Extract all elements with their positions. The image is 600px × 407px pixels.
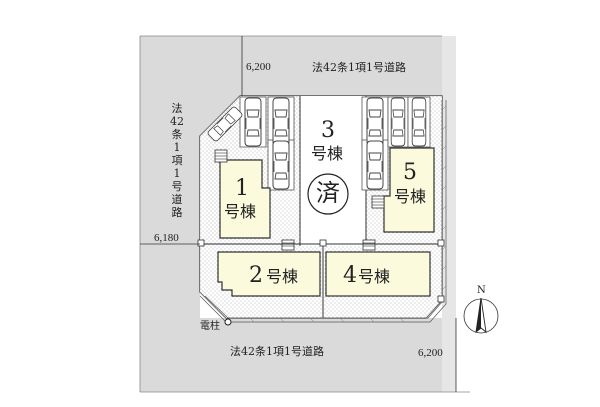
lot-2-suffix: 号棟 — [266, 267, 299, 286]
utility-pole-label: 電柱 — [200, 321, 220, 332]
lot-2-number: 2 — [249, 263, 263, 288]
corner-markers — [197, 239, 445, 303]
lot-4-suffix: 号棟 — [358, 267, 391, 286]
road-area — [139, 35, 470, 393]
lot-2-shape — [217, 239, 321, 297]
lot-3-shape — [307, 173, 349, 215]
dimension-lines — [140, 36, 457, 392]
bottom-road-width: 6,200 — [418, 347, 443, 359]
lot-3-number: 3 — [321, 118, 335, 143]
top-road-width: 6,200 — [246, 61, 271, 73]
lot-3-suffix: 号棟 — [311, 144, 344, 163]
lot-3-sold-badge: 済 — [316, 179, 340, 207]
lot-5-suffix: 号棟 — [394, 187, 427, 206]
boundary-wall — [199, 100, 447, 323]
left-road-label: 法42条1項1号道路 — [170, 102, 184, 219]
north-arrow-icon — [463, 297, 499, 334]
lot-5-shape — [371, 147, 435, 233]
driveway — [300, 96, 366, 246]
bottom-road-label: 法42条1項1号道路 — [230, 345, 324, 358]
lot-4-number: 4 — [343, 263, 357, 288]
lot-1-shape — [214, 149, 271, 239]
wall-hatch — [249, 105, 447, 323]
lot-5-number: 5 — [403, 160, 417, 185]
left-road-width: 6,180 — [154, 232, 179, 244]
lot-1-suffix: 号棟 — [224, 202, 257, 221]
lot-4-shape — [325, 239, 431, 297]
top-road-label: 法42条1項1号道路 — [312, 61, 406, 74]
compass-label: N — [477, 285, 486, 296]
lot-1-number: 1 — [235, 176, 249, 201]
utility-pole-icon — [224, 318, 232, 326]
